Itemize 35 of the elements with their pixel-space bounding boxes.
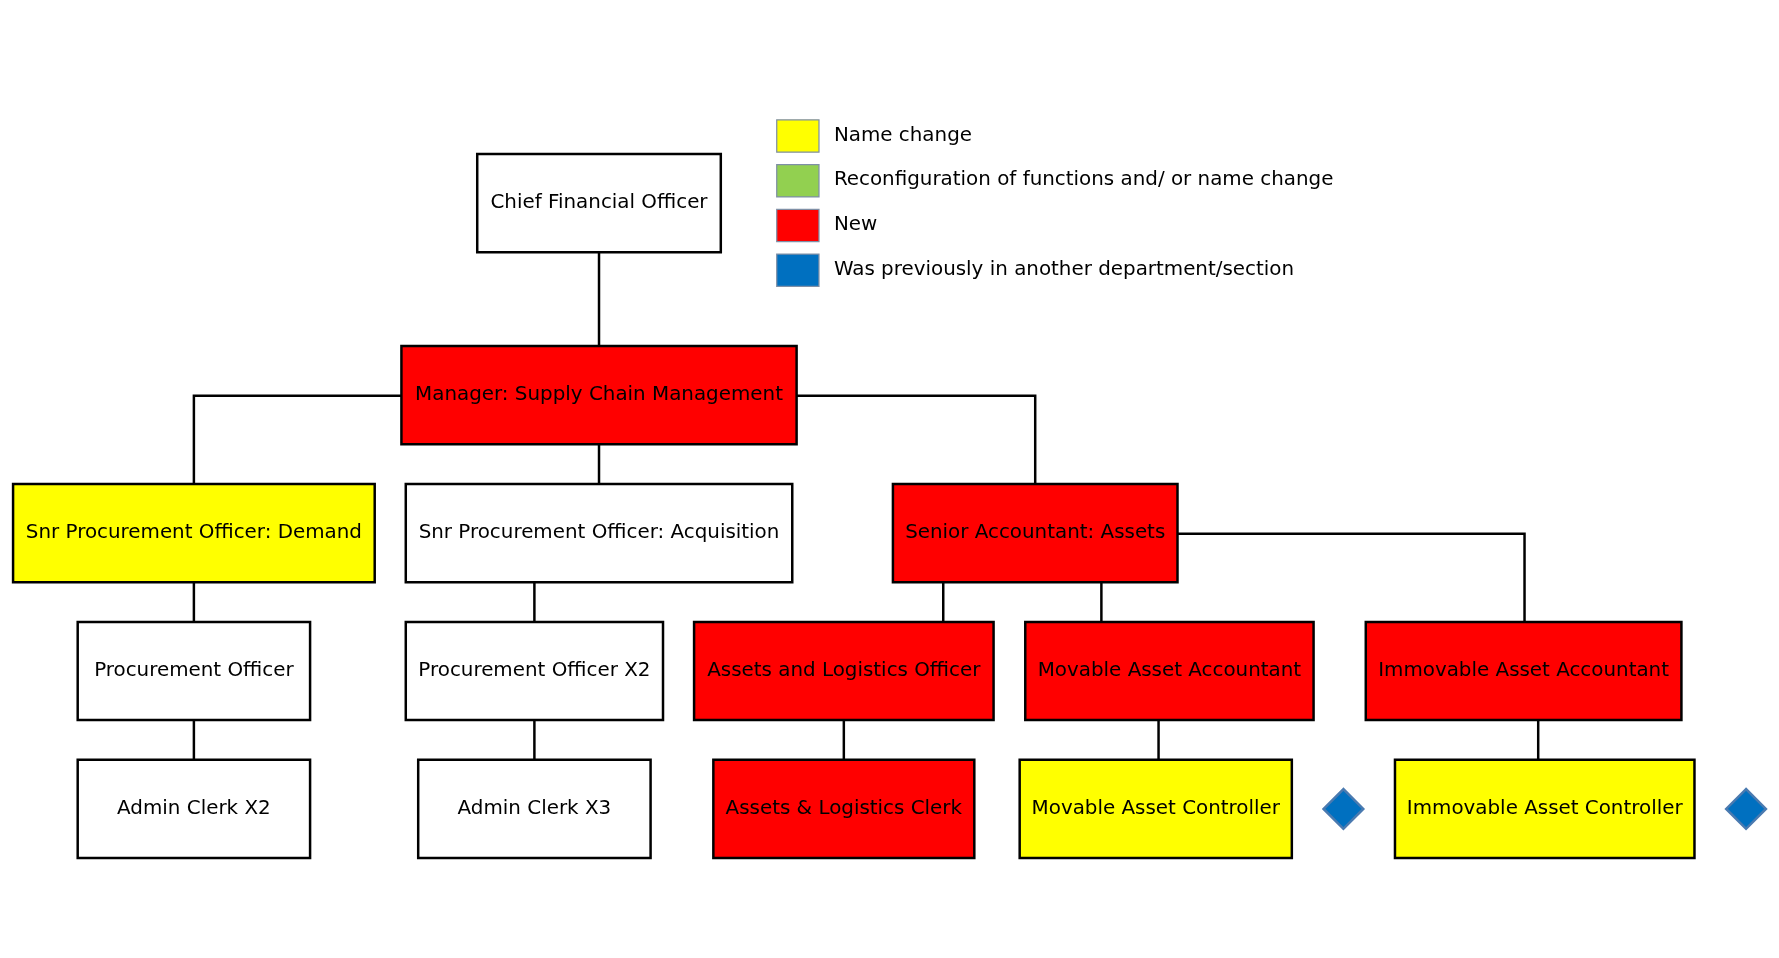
legend-label: Was previously in another department/section [833, 256, 1295, 280]
node-box: Immovable Asset Accountant [1364, 620, 1683, 722]
legend-label: New [833, 212, 878, 236]
node-box: Admin Clerk X3 [416, 758, 652, 860]
legend-label: Name change [833, 122, 972, 146]
connector [1177, 532, 1526, 622]
node-box: Admin Clerk X2 [76, 758, 312, 860]
connector [597, 444, 601, 484]
connector [796, 394, 1037, 484]
node-box: Procurement Officer X2 [404, 620, 665, 722]
node-diamond [1724, 787, 1768, 831]
connector [192, 394, 402, 484]
node-box: Assets and Logistics Officer [692, 620, 995, 722]
connector [842, 720, 846, 760]
node-box: Senior Accountant: Assets [891, 482, 1179, 584]
node-box: Snr Procurement Officer: Demand [11, 482, 376, 584]
node-box: Chief Financial Officer [476, 152, 723, 254]
node-box: Movable Asset Controller [1018, 758, 1294, 860]
node-box: Procurement Officer [76, 620, 312, 722]
node-diamond [1321, 787, 1366, 831]
connector [192, 582, 196, 622]
node-box: Snr Procurement Officer: Acquisition [404, 482, 794, 584]
connector [1536, 720, 1540, 760]
connector [597, 252, 601, 346]
node-box: Manager: Supply Chain Management [400, 344, 798, 446]
node-box: Immovable Asset Controller [1393, 758, 1696, 860]
connector [533, 720, 536, 760]
connector [1100, 582, 1103, 622]
connector [942, 582, 945, 622]
connector [192, 720, 196, 760]
connector [1157, 720, 1160, 760]
node-box: Movable Asset Accountant [1024, 620, 1315, 722]
connector [533, 582, 536, 622]
legend-label: Reconfiguration of functions and/ or name change [833, 167, 1334, 191]
node-box: Assets & Logistics Clerk [712, 758, 976, 860]
